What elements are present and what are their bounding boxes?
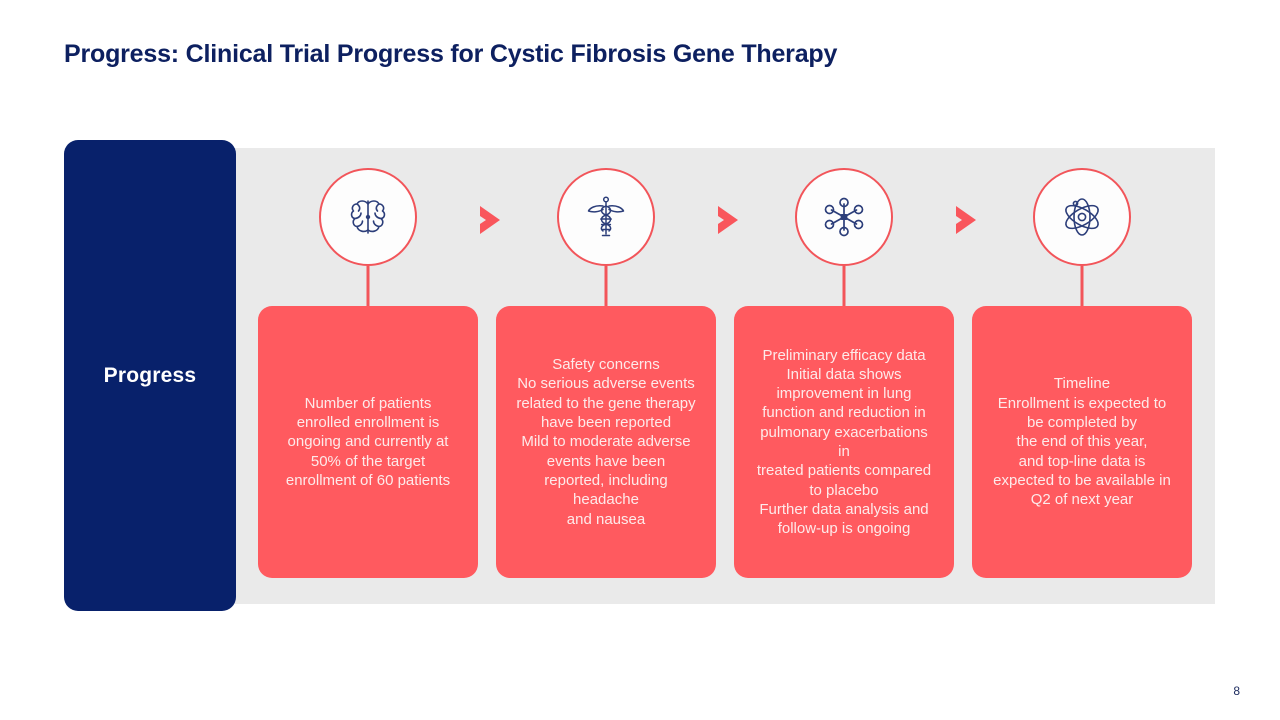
step-icon-circle: [319, 168, 417, 266]
step-connector: [842, 266, 846, 308]
page-title: Progress: Clinical Trial Progress for Cy…: [64, 40, 838, 68]
process-step[interactable]: Timeline Enrollment is expected to be co…: [972, 168, 1192, 588]
step-card[interactable]: Safety concerns No serious adverse event…: [496, 306, 716, 578]
step-icon-circle: [557, 168, 655, 266]
process-step[interactable]: Number of patients enrolled enrollment i…: [258, 168, 478, 588]
step-card[interactable]: Timeline Enrollment is expected to be co…: [972, 306, 1192, 578]
chevron-right-icon: [948, 200, 990, 240]
step-card-text: Timeline Enrollment is expected to be co…: [993, 375, 1171, 509]
step-icon-circle: [1033, 168, 1131, 266]
step-card-text: Preliminary efficacy data Initial data s…: [756, 346, 932, 538]
page-number: 8: [1233, 684, 1240, 698]
progress-label-text: Progress: [103, 363, 197, 387]
step-connector: [1080, 266, 1084, 308]
step-card[interactable]: Preliminary efficacy data Initial data s…: [734, 306, 954, 578]
step-card-text: Number of patients enrolled enrollment i…: [285, 394, 451, 489]
caduceus-icon: [585, 194, 627, 240]
atom-icon: [1059, 195, 1105, 239]
chevron-right-icon: [710, 200, 752, 240]
brain-icon: [347, 195, 389, 239]
process-step[interactable]: Preliminary efficacy data Initial data s…: [734, 168, 954, 588]
process-steps: Number of patients enrolled enrollment i…: [252, 168, 1200, 588]
process-step[interactable]: Safety concerns No serious adverse event…: [496, 168, 716, 588]
step-card-text: Safety concerns No serious adverse event…: [516, 356, 696, 528]
step-connector: [604, 266, 608, 308]
molecule-icon: [822, 195, 866, 239]
step-card[interactable]: Number of patients enrolled enrollment i…: [258, 306, 478, 578]
chevron-right-icon: [472, 200, 514, 240]
progress-label-card: Progress: [64, 140, 236, 611]
step-connector: [366, 266, 370, 308]
step-icon-circle: [795, 168, 893, 266]
